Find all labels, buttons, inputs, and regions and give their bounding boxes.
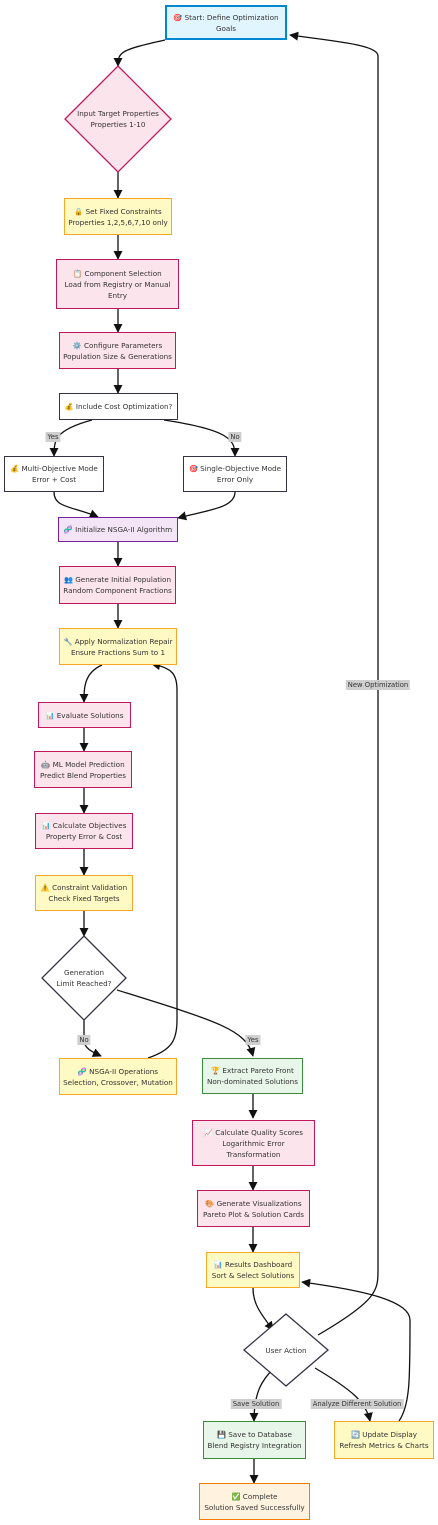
edge-label-yes-cost: Yes [45, 432, 61, 442]
decision-generation-limit [41, 935, 127, 1021]
edge-nsgaops-normalization [147, 661, 178, 1059]
edge-label-yes-limit: Yes [245, 1035, 261, 1045]
edge-user-start [289, 31, 379, 1336]
edge-single-init [177, 491, 236, 521]
edge-user-update [314, 1367, 373, 1422]
decision-input-targets [64, 65, 172, 173]
edge-label-no-limit: No [77, 1035, 91, 1045]
edge-cost-single [163, 419, 240, 457]
edge-update-dashboard [301, 1278, 411, 1422]
include-cost-node: 💰 Include Cost Optimization? [59, 393, 178, 420]
decision-user-action [243, 1313, 329, 1387]
edge-label-no-cost: No [228, 432, 242, 442]
edge-dashboard-user [252, 1287, 274, 1331]
edge-label-save-solution: Save Solution [230, 1399, 282, 1409]
edge-normalization-evaluate [79, 664, 103, 703]
edge-label-new-optimization: New Optimization [345, 680, 411, 690]
user-action-text: User Action [265, 1345, 307, 1355]
edge-start-input [113, 39, 166, 67]
init-nsga-node: 🧬 Initialize NSGA-II Algorithm [58, 517, 178, 542]
edge-limit-pareto [116, 989, 256, 1057]
edge-user-save [249, 1367, 275, 1422]
edge-multi-init [53, 491, 99, 519]
edge-label-analyze-different: Analyze Different Solution [310, 1399, 404, 1409]
evaluate-solutions-node: 📊 Evaluate Solutions [38, 702, 131, 728]
